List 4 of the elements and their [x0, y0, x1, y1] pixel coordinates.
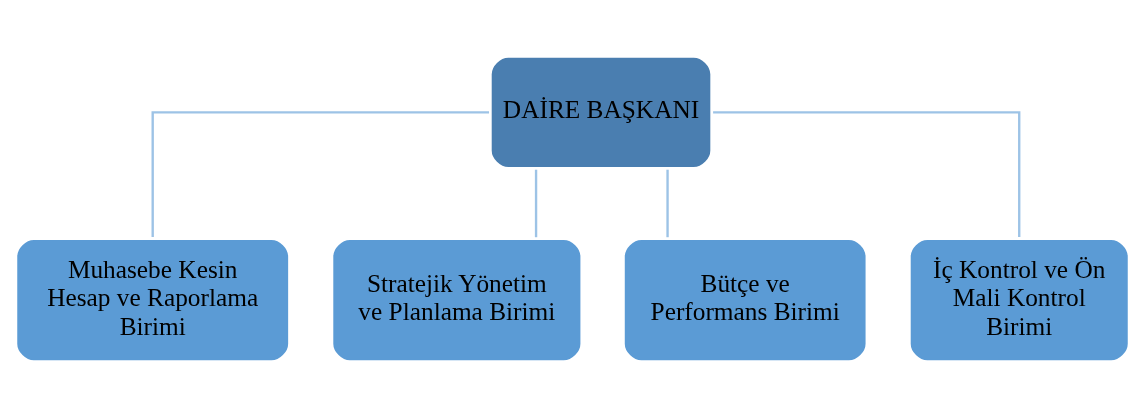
connector — [666, 169, 669, 238]
connector — [151, 111, 490, 238]
connector — [713, 111, 1021, 238]
connector — [534, 169, 538, 238]
